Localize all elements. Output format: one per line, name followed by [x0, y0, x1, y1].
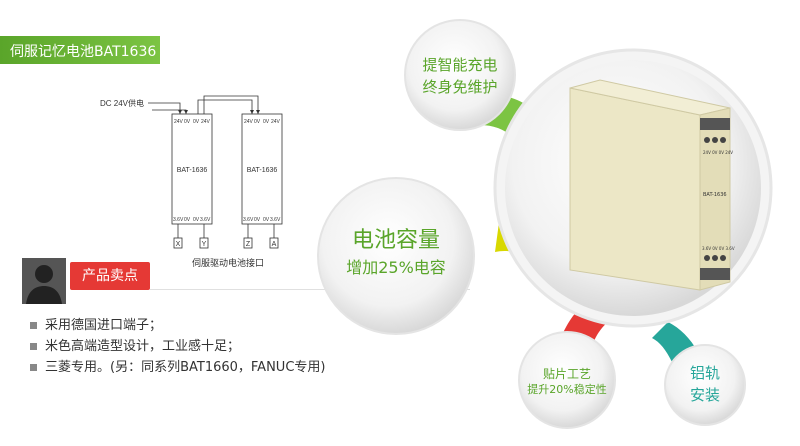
bullet-icon [30, 322, 37, 329]
module-1-top-t2: 0V [184, 119, 191, 125]
module-1-bottom-t4: 3.6V [200, 217, 211, 223]
output-a: A [272, 241, 277, 248]
selling-points-badge: 产品卖点 [70, 262, 150, 290]
output-y: Y [202, 241, 207, 248]
output-x: X [176, 241, 181, 248]
product-label-top: 24V 0V 0V 24V [703, 150, 733, 155]
module-2-bottom-t1: 3.6V [243, 217, 254, 223]
module-1-bottom-t1: 3.6V [173, 217, 184, 223]
list-item: 米色高端造型设计，工业感十足； [30, 336, 325, 357]
module-1-bottom-t2: 0V [184, 217, 191, 223]
module-1-name: BAT-1636 [177, 167, 208, 174]
module-1-top-t1: 24V [174, 119, 184, 125]
connector-teal [652, 322, 698, 362]
product-label-bottom: 3.6V 0V 0V 3.6V [702, 246, 735, 251]
connector-red [560, 300, 610, 356]
module-2-top-t3: 0V [263, 119, 270, 125]
connector-yellow [495, 213, 545, 260]
diagram-caption: 伺服驱动电池接口 [192, 257, 264, 268]
feature-charge-text: 提智能充电 终身免维护 [422, 56, 498, 96]
module-1-bottom-t3: 0V [193, 217, 200, 223]
bullet-icon [30, 364, 37, 371]
module-2-top-t4: 24V [271, 119, 281, 125]
person-icon [22, 258, 66, 304]
divider [150, 289, 470, 290]
battery-module-image: 24V 0V 0V 24V BAT-1636 3.6V 0V 0V 3.6V [569, 79, 735, 291]
module-2-bottom-t2: 0V [254, 217, 261, 223]
title-bar: 伺服记忆电池BAT1636 [0, 36, 160, 64]
bullet-icon [30, 343, 37, 350]
feature-rail-text: 铝轨 安装 [689, 364, 720, 404]
feature-capacity-text: 电池容量 增加25%电容 [346, 228, 446, 277]
product-label-model: BAT-1636 [703, 192, 727, 198]
module-1-top-t3: 0V [193, 119, 200, 125]
module-2-name: BAT-1636 [247, 167, 278, 174]
module-2-bottom-t3: 0V [263, 217, 270, 223]
page-title: 伺服记忆电池BAT1636 [10, 44, 157, 60]
connector-green [480, 95, 560, 165]
module-box-2 [241, 113, 283, 225]
module-2-top-t1: 24V [244, 119, 254, 125]
selling-points-list: 采用德国进口端子； 米色高端造型设计，工业感十足； 三菱专用。(另：同系列BAT… [30, 315, 325, 378]
module-1-top-t4: 24V [201, 119, 211, 125]
wiring-diagram: DC 24V供电 24V 0V 0V 24V BAT-1636 3.6V 0V … [100, 95, 283, 268]
feature-smt-text: 贴片工艺 提升20%稳定性 [527, 367, 607, 396]
module-2-top-t2: 0V [254, 119, 261, 125]
module-box-1 [171, 113, 213, 225]
output-z: Z [246, 241, 251, 248]
product-circle [493, 48, 773, 328]
list-item: 三菱专用。(另：同系列BAT1660，FANUC专用) [30, 357, 325, 378]
module-2-bottom-t4: 3.6V [270, 217, 281, 223]
supply-label: DC 24V供电 [100, 98, 144, 108]
list-item: 采用德国进口端子； [30, 315, 325, 336]
